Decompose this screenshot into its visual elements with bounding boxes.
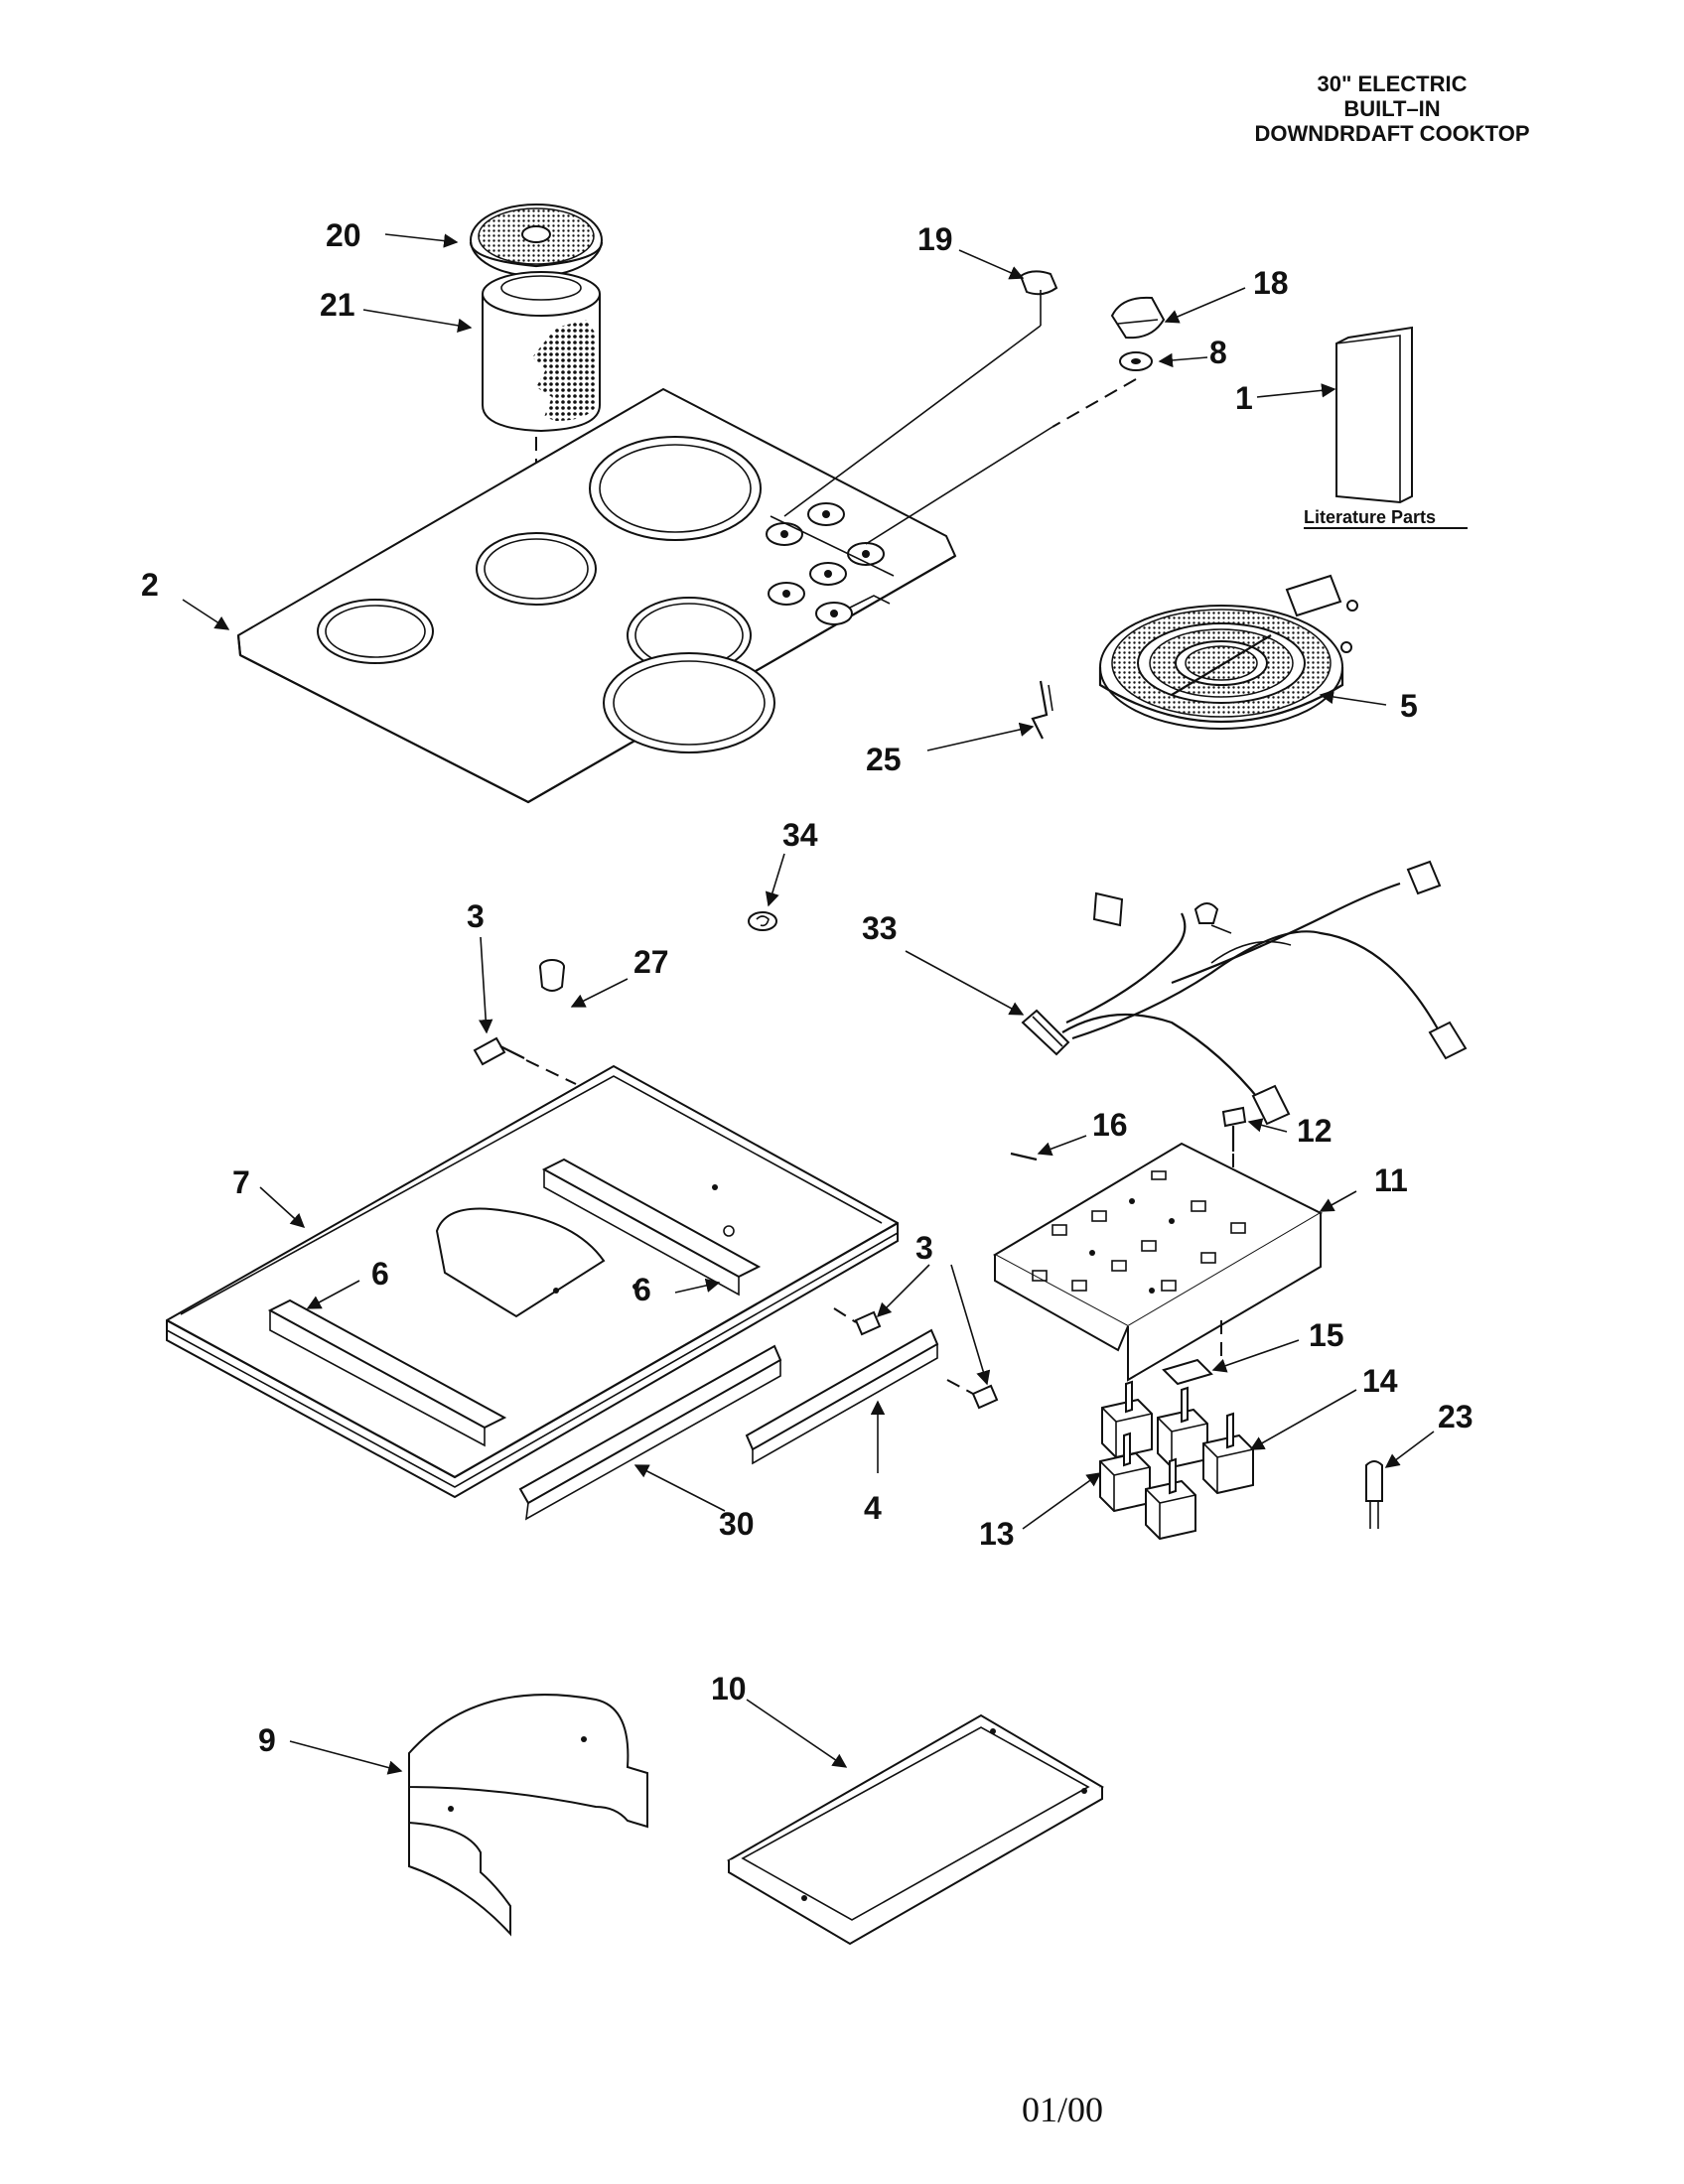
callout-leaders	[182, 233, 1435, 1775]
title-line-2: BUILT–IN	[1343, 96, 1441, 121]
callout-5: 5	[1400, 688, 1418, 724]
part-19-knob	[783, 270, 1058, 517]
diagram-title: 30" ELECTRIC BUILT–IN DOWNDRDAFT COOKTOP	[1223, 71, 1561, 146]
title-line-1: 30" ELECTRIC	[1317, 71, 1468, 96]
part-25-clip	[1031, 680, 1053, 740]
callout-11: 11	[1374, 1162, 1408, 1198]
callout-21: 21	[320, 287, 355, 323]
callout-27: 27	[633, 944, 669, 980]
part-27-bumper	[539, 959, 565, 992]
callout-18: 18	[1253, 265, 1289, 301]
part-9-band	[408, 1694, 648, 1937]
part-16-wire	[1010, 1152, 1038, 1161]
callout-13: 13	[979, 1516, 1015, 1552]
callout-34: 34	[782, 817, 818, 853]
part-20-grille	[469, 204, 604, 277]
callout-15: 15	[1309, 1317, 1344, 1353]
part-13-14-switches	[1099, 1380, 1254, 1541]
part-33-harness	[1021, 860, 1468, 1126]
title-line-3: DOWNDRDAFT COOKTOP	[1254, 121, 1530, 146]
callout-6-left: 6	[371, 1256, 389, 1292]
part-15-plate	[1162, 1320, 1222, 1386]
part-8-washer	[865, 351, 1153, 545]
part-2-cooktop	[236, 387, 957, 804]
part-7-pan	[166, 1064, 899, 1499]
callout-6-right: 6	[633, 1272, 651, 1307]
callout-3-mid: 3	[915, 1230, 933, 1266]
callout-7: 7	[232, 1164, 250, 1200]
callout-numbers: 20 21 19 18 8 1 2 5 25 34 3 27 33 16 12 …	[141, 217, 1474, 1758]
callout-33: 33	[862, 910, 898, 946]
part-23-pilot	[1365, 1460, 1383, 1529]
page-code: 01/00	[1021, 2090, 1103, 2129]
callout-12: 12	[1297, 1113, 1333, 1149]
literature-parts-label: Literature Parts	[1304, 507, 1436, 527]
part-4-trim	[745, 1328, 939, 1465]
part-11-bracket	[992, 1142, 1324, 1382]
callout-9: 9	[258, 1722, 276, 1758]
callout-2: 2	[141, 567, 159, 603]
part-3-screw-lower-b	[946, 1379, 999, 1410]
part-10-tray	[727, 1713, 1104, 1946]
part-34-grommet	[748, 911, 777, 931]
part-3-screw-upper	[473, 1036, 577, 1085]
callout-4: 4	[864, 1490, 882, 1526]
part-21-filter	[482, 271, 601, 433]
callout-23: 23	[1438, 1399, 1474, 1434]
callout-20: 20	[326, 217, 361, 253]
callout-8: 8	[1209, 335, 1227, 370]
callout-25: 25	[866, 742, 902, 777]
callout-19: 19	[917, 221, 953, 257]
part-5-element	[1098, 574, 1358, 730]
part-1-literature	[1335, 326, 1413, 504]
callout-10: 10	[711, 1671, 747, 1706]
part-30-trim	[518, 1344, 782, 1521]
part-3-screw-lower-a	[833, 1307, 882, 1336]
callout-1: 1	[1235, 380, 1253, 416]
callout-30: 30	[719, 1506, 755, 1542]
callout-14: 14	[1362, 1363, 1398, 1399]
callout-3-top: 3	[467, 898, 485, 934]
part-18-knob	[1110, 296, 1166, 340]
callout-16: 16	[1092, 1107, 1128, 1143]
